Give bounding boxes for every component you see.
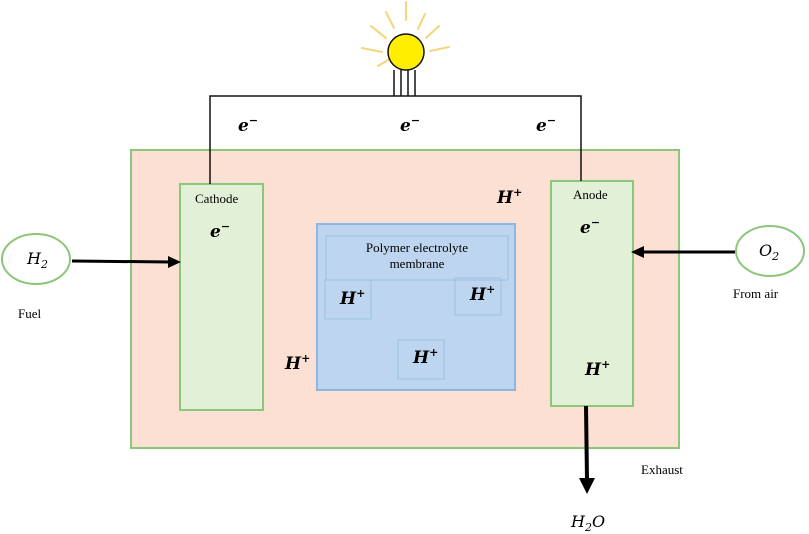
charge-sign: + <box>486 283 496 296</box>
electron-symbol: e <box>400 116 411 136</box>
charge-sign: − <box>410 114 421 127</box>
membrane-proton-3: H+ <box>413 346 438 368</box>
proton-symbol: H <box>497 188 514 208</box>
electron-label-middle: e− <box>400 114 420 136</box>
cathode-label: Cathode <box>195 191 239 206</box>
external-circuit-wire <box>209 95 582 184</box>
cathode-electrode <box>179 183 264 411</box>
charge-sign: + <box>601 358 611 371</box>
electron-symbol: e <box>536 116 547 136</box>
exhaust-arrow <box>579 405 595 494</box>
proton-symbol: H <box>413 348 430 368</box>
oxygen-subscript: 2 <box>772 250 780 263</box>
light-bulb <box>387 33 425 71</box>
proton-symbol: H <box>470 285 487 305</box>
oxygen-label: O2 <box>759 241 779 263</box>
membrane-label-line1: Polymer electrolyte <box>365 240 469 255</box>
charge-sign: + <box>356 287 366 300</box>
membrane-label: Polymer electrolyte membrane <box>326 240 508 272</box>
anode-electrode <box>550 180 634 407</box>
charge-sign: − <box>546 114 557 127</box>
membrane-label-line2: membrane <box>389 256 445 271</box>
charge-sign: + <box>301 352 311 365</box>
electron-label-left: e− <box>238 114 258 136</box>
exhaust-label: Exhaust <box>641 462 683 477</box>
oxygen-circle <box>735 225 805 277</box>
light-rays <box>361 1 450 67</box>
polymer-membrane <box>316 223 516 391</box>
proton-label-left: H+ <box>285 352 310 374</box>
oxygen-symbol: O <box>759 241 773 260</box>
proton-symbol: H <box>585 360 602 380</box>
from-air-label: From air <box>733 286 779 301</box>
air-arrow <box>631 246 735 258</box>
electron-symbol: e <box>238 116 249 136</box>
membrane-proton-2: H+ <box>470 283 495 305</box>
proton-box-1 <box>324 279 372 320</box>
proton-box-3 <box>397 339 445 380</box>
proton-label-top: H+ <box>497 186 522 208</box>
hydrogen-symbol: H <box>27 249 41 268</box>
fuel-label: Fuel <box>18 306 42 321</box>
water-hydrogen-symbol: H <box>571 512 585 531</box>
electron-label-right: e− <box>536 114 556 136</box>
fuel-arrow <box>71 256 181 268</box>
hydrogen-label: H2 <box>27 249 48 271</box>
hydrogen-circle <box>1 233 71 285</box>
membrane-title-box <box>325 235 509 281</box>
membrane-proton-1: H+ <box>340 287 365 309</box>
charge-sign: − <box>220 220 231 233</box>
cathode-electron-label: e− <box>210 220 230 242</box>
proton-box-2 <box>454 277 502 316</box>
charge-sign: − <box>590 216 601 229</box>
water-oxygen-symbol: O <box>591 512 606 531</box>
hydrogen-subscript: 2 <box>40 258 48 271</box>
bulb-filament <box>393 70 416 96</box>
water-label: H2O <box>571 512 605 534</box>
charge-sign: − <box>248 114 259 127</box>
water-subscript: 2 <box>584 521 592 534</box>
anode-electron-label: e− <box>580 216 600 238</box>
electron-symbol: e <box>210 222 221 242</box>
anode-label: Anode <box>573 187 608 202</box>
anode-proton-label: H+ <box>585 358 610 380</box>
charge-sign: + <box>513 186 523 199</box>
charge-sign: + <box>429 346 439 359</box>
proton-symbol: H <box>285 354 302 374</box>
proton-symbol: H <box>340 289 357 309</box>
electron-symbol: e <box>580 218 591 238</box>
